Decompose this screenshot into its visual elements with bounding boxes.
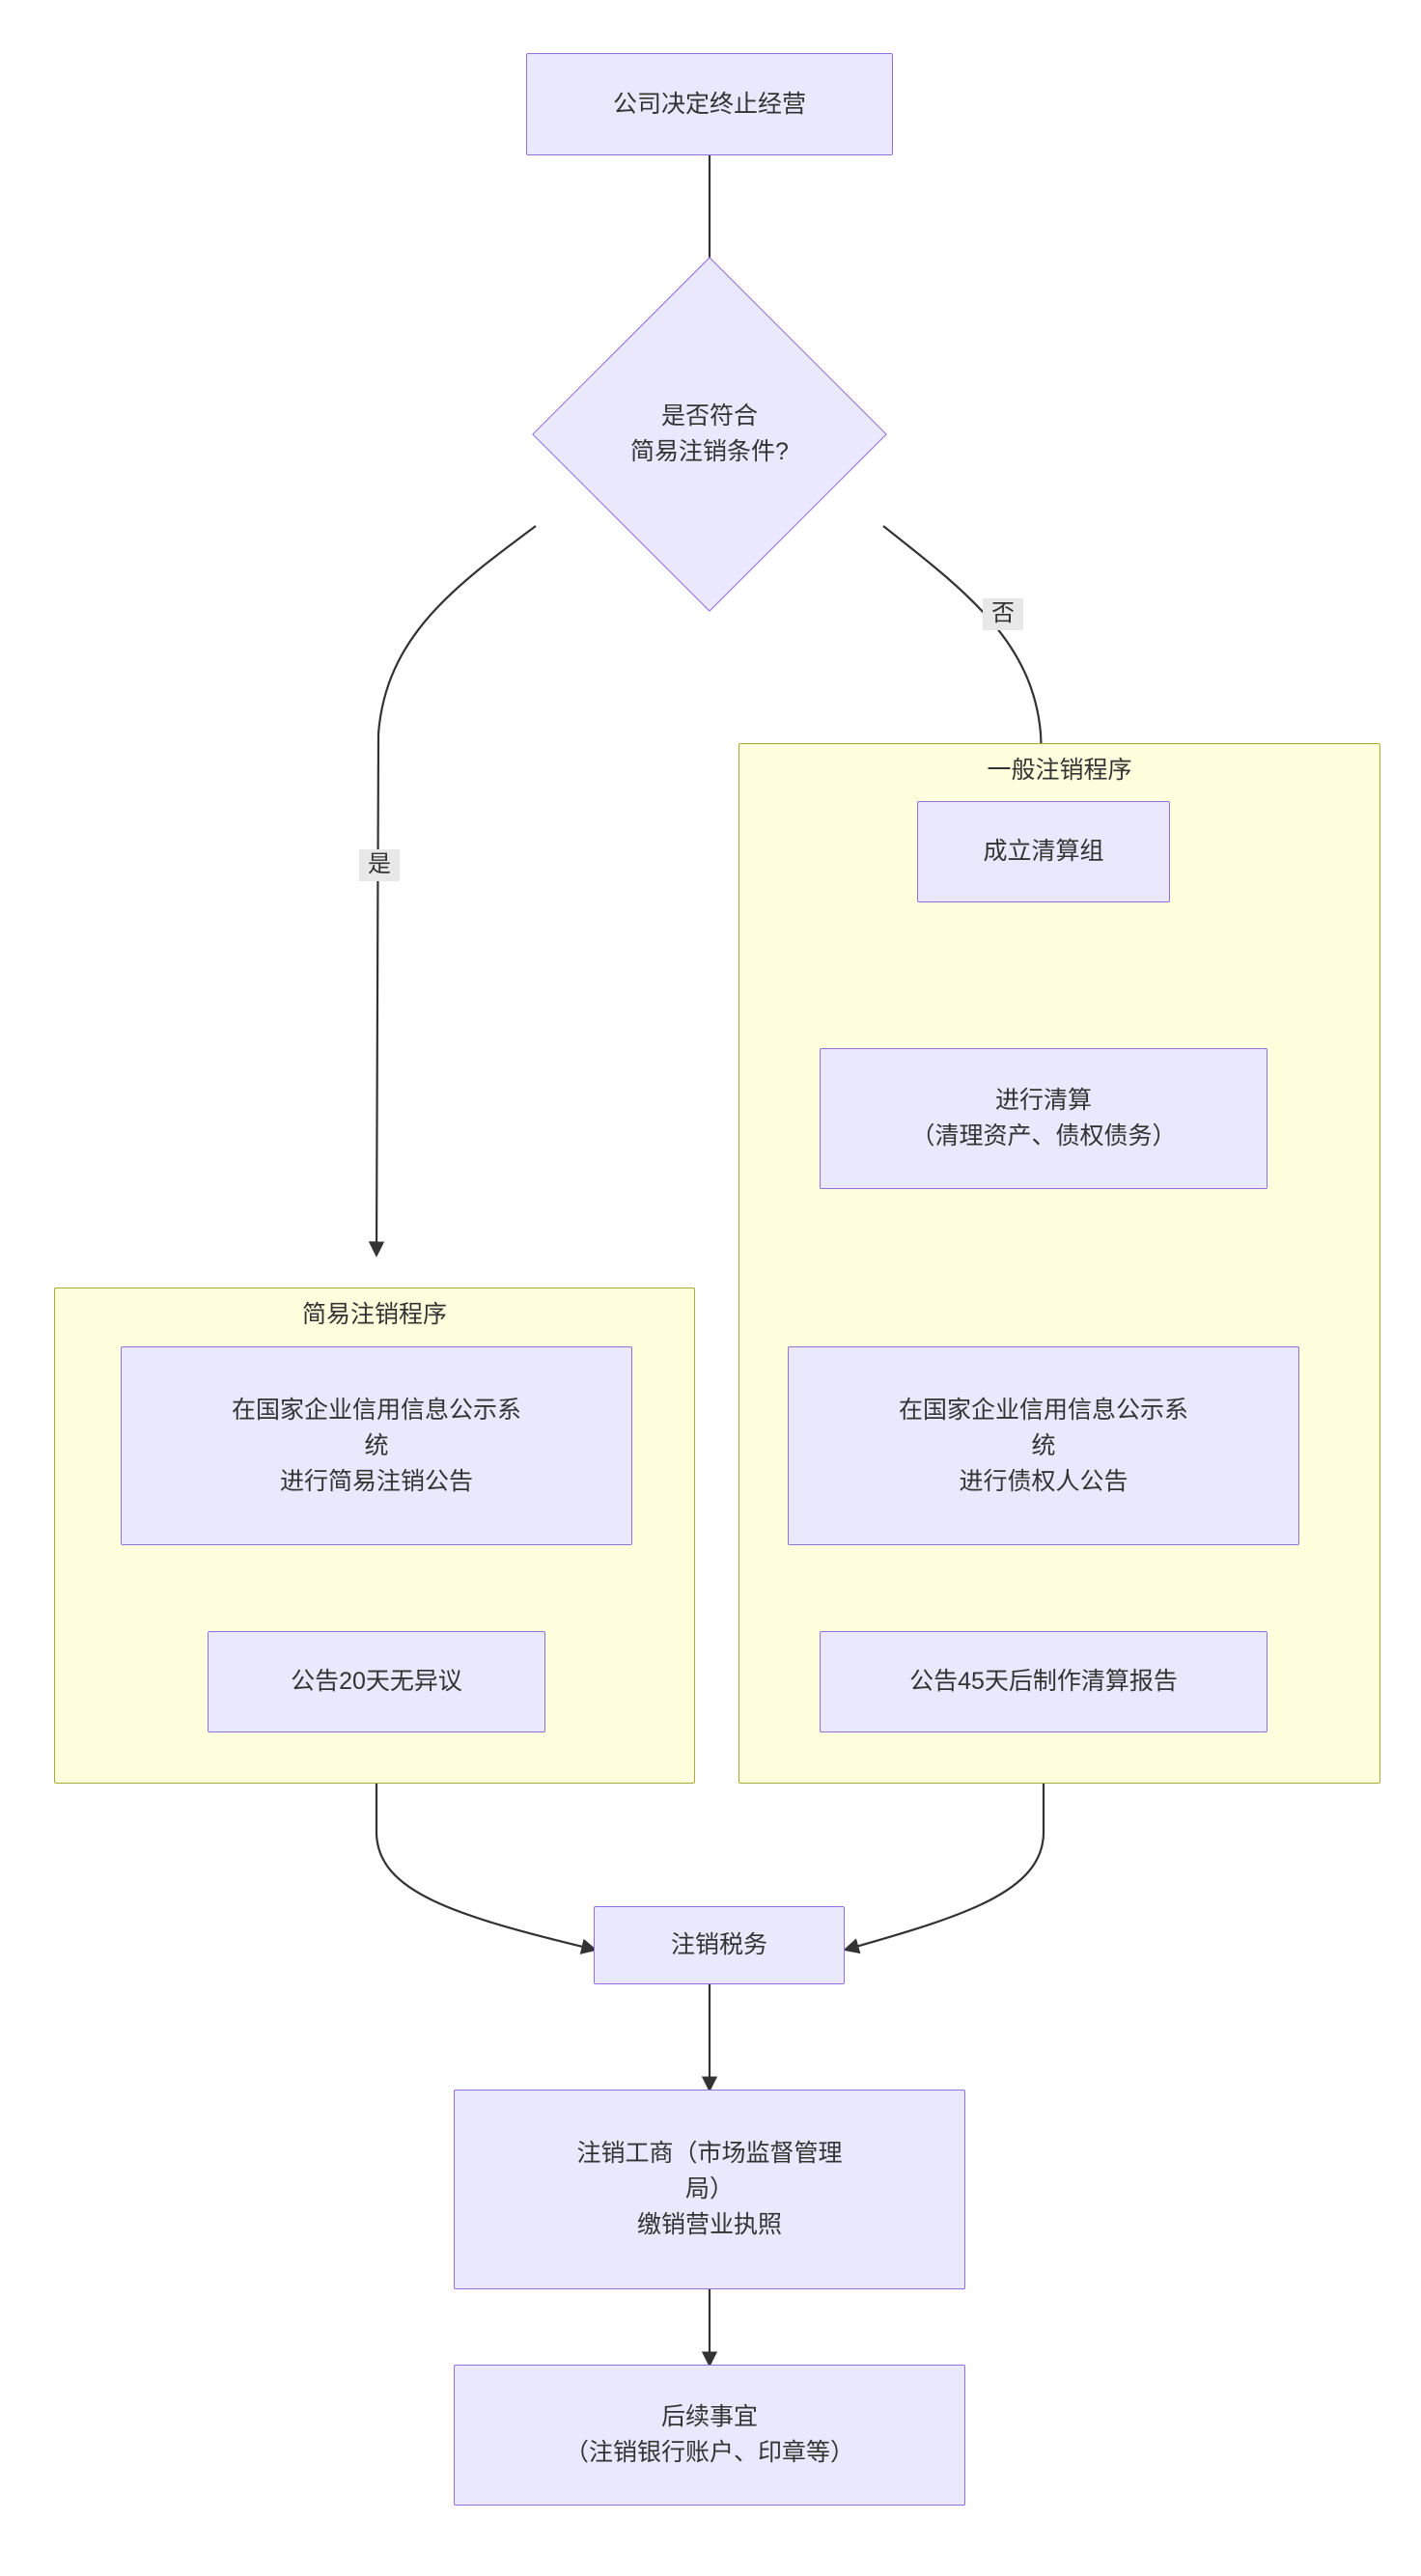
node-tax-deregistration[interactable]: 注销税务 <box>594 1906 845 1984</box>
node-followup-label: 后续事宜 （注销银行账户、印章等） <box>565 2399 854 2471</box>
node-business-line-2: 局） <box>684 2175 734 2202</box>
node-s1-line-2: 统 <box>364 1431 389 1459</box>
node-g2-line-2: （清理资产、债权债务） <box>910 1122 1177 1150</box>
node-business-line-1: 注销工商（市场监督管理 <box>576 2140 843 2167</box>
node-g3-line-3: 进行债权人公告 <box>959 1467 1128 1495</box>
node-simple-20-days-label: 公告20天无异议 <box>291 1668 462 1695</box>
node-g3-line-2: 统 <box>1031 1431 1056 1459</box>
node-followup[interactable]: 后续事宜 （注销银行账户、印章等） <box>454 2365 965 2506</box>
node-business-line-3: 缴销营业执照 <box>636 2211 782 2238</box>
cluster-simple-procedure-title: 简易注销程序 <box>301 1301 447 1328</box>
node-liquidation-report[interactable]: 公告45天后制作清算报告 <box>820 1631 1268 1732</box>
node-business-deregistration-label: 注销工商（市场监督管理 局） 缴销营业执照 <box>576 2136 842 2243</box>
node-s1-line-3: 进行简易注销公告 <box>279 1467 473 1495</box>
node-g2-line-1: 进行清算 <box>994 1087 1092 1114</box>
node-simple-announcement-label: 在国家企业信用信息公示系 统 进行简易注销公告 <box>232 1393 521 1500</box>
node-perform-liquidation[interactable]: 进行清算 （清理资产、债权债务） <box>820 1048 1268 1189</box>
node-decision[interactable]: 是否符合 简易注销条件? <box>532 257 887 612</box>
edge-label-yes: 是 <box>359 849 400 881</box>
node-business-deregistration[interactable]: 注销工商（市场监督管理 局） 缴销营业执照 <box>454 2090 965 2289</box>
node-decision-line-2: 简易注销条件? <box>630 438 789 465</box>
node-s1-line-1: 在国家企业信用信息公示系 <box>231 1396 521 1424</box>
node-decision-label: 是否符合 简易注销条件? <box>630 399 789 470</box>
edge-decision-to-s1 <box>368 525 537 1258</box>
node-start-label: 公司决定终止经营 <box>612 90 806 118</box>
node-followup-line-2: （注销银行账户、印章等） <box>564 2439 854 2466</box>
node-liquidation-report-label: 公告45天后制作清算报告 <box>909 1668 1178 1695</box>
node-creditor-announcement-label: 在国家企业信用信息公示系 统 进行债权人公告 <box>899 1393 1188 1500</box>
node-simple-20-days[interactable]: 公告20天无异议 <box>208 1631 545 1732</box>
node-liquidation-group[interactable]: 成立清算组 <box>917 801 1170 902</box>
node-tax-deregistration-label: 注销税务 <box>670 1931 767 1958</box>
node-creditor-announcement[interactable]: 在国家企业信用信息公示系 统 进行债权人公告 <box>788 1346 1299 1545</box>
node-followup-line-1: 后续事宜 <box>660 2403 758 2430</box>
node-perform-liquidation-label: 进行清算 （清理资产、债权债务） <box>910 1083 1176 1154</box>
node-g3-line-1: 在国家企业信用信息公示系 <box>898 1396 1188 1424</box>
node-decision-line-1: 是否符合 <box>660 402 758 429</box>
node-liquidation-group-label: 成立清算组 <box>983 838 1104 865</box>
edge-label-no: 否 <box>983 598 1023 630</box>
cluster-general-procedure-title: 一般注销程序 <box>987 757 1132 784</box>
node-simple-announcement[interactable]: 在国家企业信用信息公示系 统 进行简易注销公告 <box>121 1346 632 1545</box>
cluster-general-procedure: 一般注销程序 <box>738 743 1380 1784</box>
node-start[interactable]: 公司决定终止经营 <box>526 53 893 155</box>
